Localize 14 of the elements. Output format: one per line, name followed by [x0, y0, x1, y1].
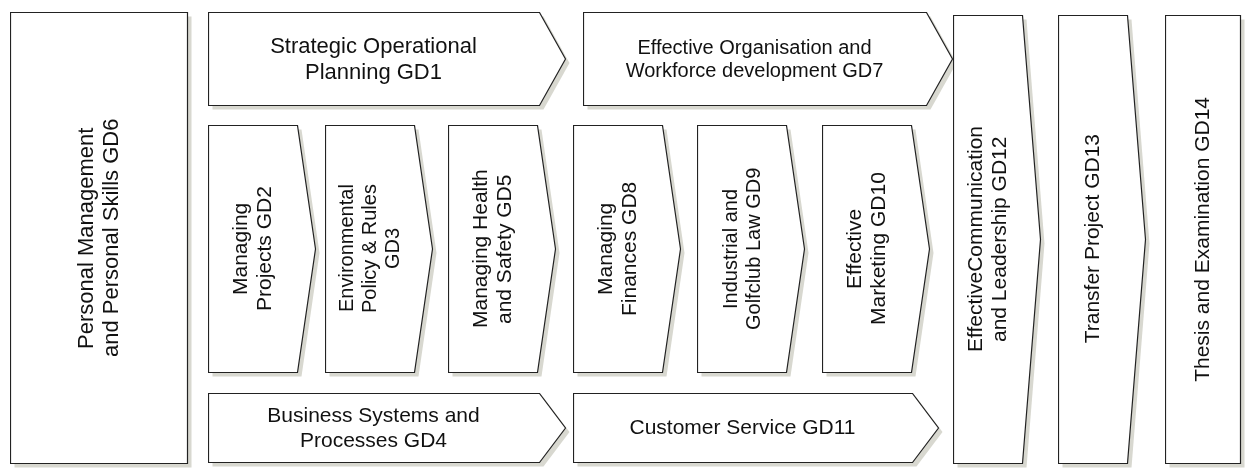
module-label: Customer Service GD11: [629, 415, 856, 440]
module-label: EffectiveCommunication and Leadership GD12: [963, 124, 1012, 355]
module-label: Managing Health and Safety GD5: [468, 168, 517, 330]
module-label: Environmental Policy & Rules GD3: [335, 183, 404, 315]
module-label: Effective Marketing GD10: [842, 171, 891, 327]
module-label: Thesis and Examination GD14: [1190, 96, 1215, 382]
module-label: Industrial and Golfclub Law GD9: [718, 166, 765, 332]
module-label: Business Systems and Processes GD4: [266, 403, 481, 452]
module-label: Effective Organisation and Workforce development GD7: [624, 35, 885, 82]
module-label: Personal Management and Personal Skills GD6: [73, 117, 124, 358]
module-label: Strategic Operational Planning GD1: [269, 33, 478, 84]
module-label: Managing Projects GD2: [228, 185, 277, 313]
module-label: Managing Finances GD8: [593, 180, 642, 318]
module-label: Transfer Project GD13: [1080, 134, 1105, 344]
